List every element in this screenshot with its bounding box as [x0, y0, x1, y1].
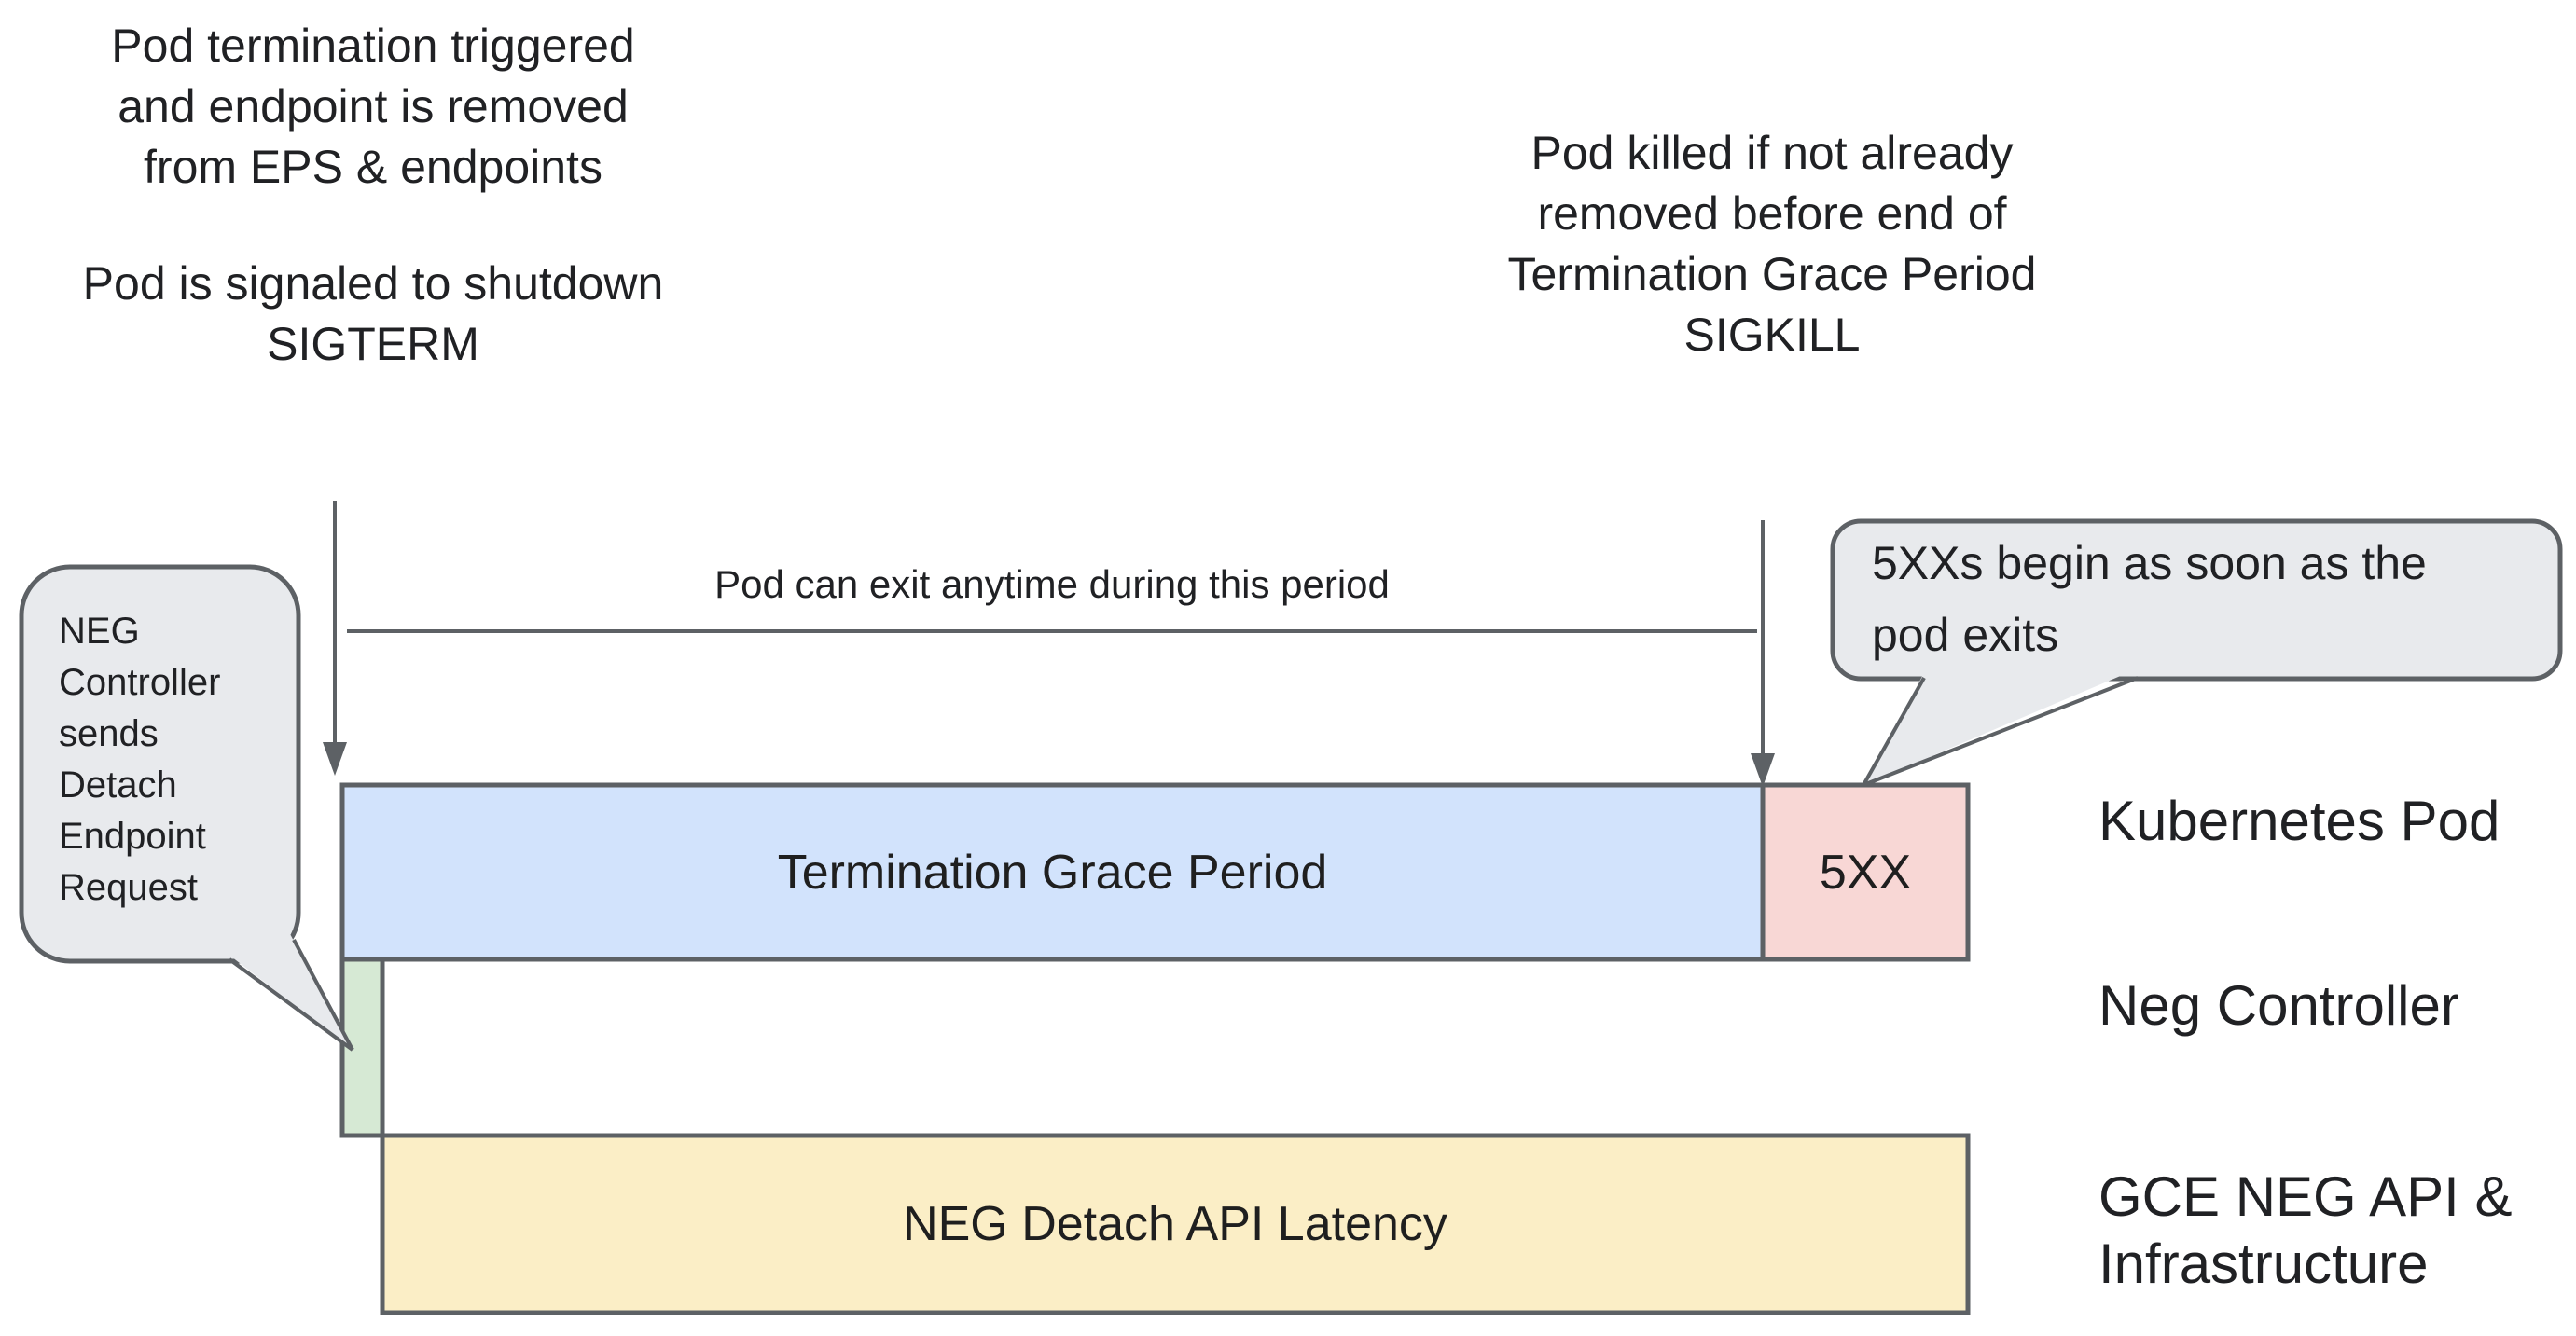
five-xx-callout-tail-edge [1863, 676, 2139, 787]
five-xx-callout-tail-edge [1862, 677, 1926, 786]
sigterm-arrow [323, 501, 347, 776]
neg-controller-callout-tail-edge [292, 939, 354, 1051]
annotation-pod-signaled-sigterm: Pod is signaled to shutdown SIGTERM [82, 257, 664, 370]
neg-controller-callout-text: NEG Controller sends Detach Endpoint Req… [59, 611, 221, 908]
neg-controller-callout-tail-edge [228, 957, 354, 1052]
five-xx-bar-label: 5XX [1819, 845, 1912, 900]
annotation-pod-killed-sigkill: Pod killed if not already removed before… [1507, 127, 2037, 361]
neg-controller-callout-tail [224, 932, 353, 1050]
annotation-pod-termination: Pod termination triggered and endpoint i… [111, 20, 635, 193]
neg-detach-api-latency-bar [380, 1133, 1971, 1315]
sigkill-arrow [1751, 520, 1775, 787]
five-xx-callout-body [1830, 518, 2563, 682]
five-xx-callout-tail [1863, 669, 2136, 785]
termination-grace-period-bar [339, 782, 1766, 962]
neg-controller-callout-body [19, 564, 301, 964]
neg-controller-callout-bubble [19, 564, 354, 1052]
annotation-period-note: Pod can exit anytime during this period [714, 562, 1390, 606]
termination-grace-period-bar-label: Termination Grace Period [777, 845, 1328, 900]
lane-label-kubernetes-pod: Kubernetes Pod [2098, 790, 2500, 852]
five-xx-bar [1760, 782, 1971, 962]
lane-label-gce-neg-api: GCE NEG API & Infrastructure [2098, 1165, 2513, 1295]
lane-label-neg-controller: Neg Controller [2098, 974, 2459, 1037]
neg-detach-api-latency-bar-label: NEG Detach API Latency [903, 1197, 1447, 1251]
sigterm-arrowhead-icon [323, 742, 347, 776]
five-xx-callout-text: 5XXs begin as soon as the pod exits [1872, 537, 2427, 661]
five-xx-callout-bubble [1830, 518, 2563, 787]
sigkill-arrowhead-icon [1751, 753, 1775, 787]
